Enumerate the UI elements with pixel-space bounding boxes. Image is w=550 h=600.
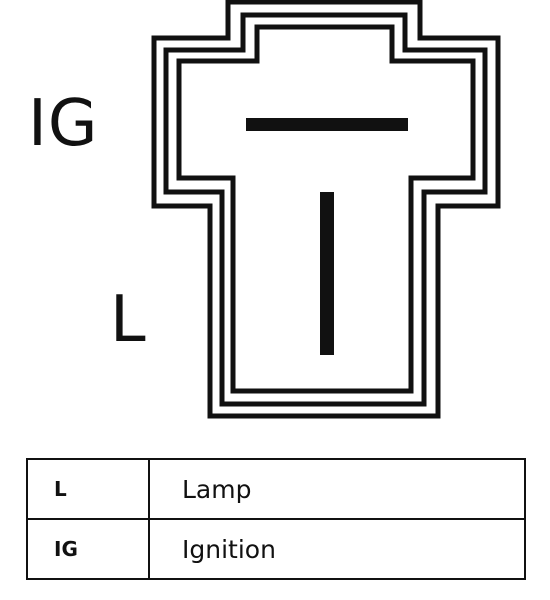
- legend-description-cell: Ignition: [148, 518, 526, 580]
- terminal-legend-table: L Lamp IG Ignition: [26, 458, 526, 580]
- connector-inner-outline: [176, 24, 476, 394]
- legend-description-cell: Lamp: [148, 458, 526, 520]
- connector-diagram: [151, 0, 501, 419]
- terminal-label-ig: IG: [28, 87, 99, 161]
- legend-code-cell: IG: [26, 518, 150, 580]
- connector-outer-outline: [151, 0, 501, 419]
- table-row: IG Ignition: [26, 518, 526, 580]
- connector-middle-outline: [163, 12, 488, 407]
- table-row: L Lamp: [26, 458, 526, 520]
- terminal-label-l: L: [110, 283, 147, 357]
- legend-code-cell: L: [26, 458, 150, 520]
- l-terminal-blade: [320, 192, 334, 355]
- ig-terminal-blade: [246, 118, 408, 131]
